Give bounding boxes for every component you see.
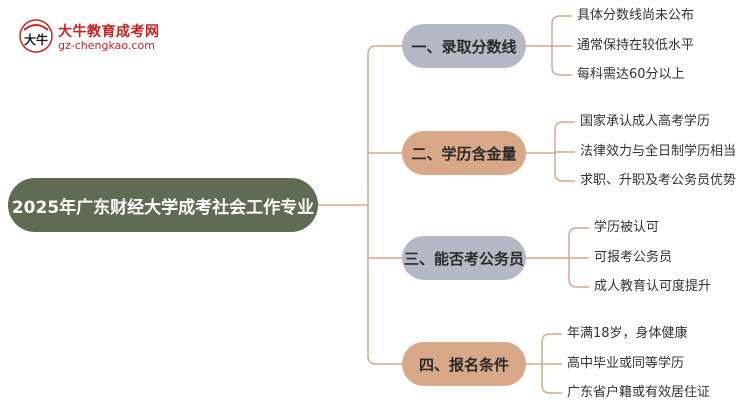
logo-mark-text: 大牛 [24, 32, 48, 47]
leaf-1-2: 通常保持在较低水平 [577, 38, 695, 53]
leaf-1-1: 具体分数线尚未公布 [577, 8, 695, 23]
connector-leaf-4-3 [541, 384, 562, 394]
branch-node-1: 一、录取分数线 [402, 24, 526, 68]
leaf-4-3: 广东省户籍或有效居住证 [567, 385, 711, 400]
connector-leaf-2-1 [554, 121, 575, 131]
connector-leaf-3-1 [568, 227, 589, 237]
connector-branch-1 [367, 45, 402, 55]
branch-node-4: 四、报名条件 [402, 342, 526, 386]
connector-leaf-2-3 [554, 172, 575, 182]
connector-leaf-3-3 [568, 278, 589, 288]
logo-mark-icon: 大牛 [19, 19, 53, 53]
connector-branch-4 [367, 355, 402, 365]
connector-leaf-1-3 [551, 66, 572, 76]
connector-leaf-1-1 [551, 15, 572, 25]
leaf-4-2: 高中毕业或同等学历 [567, 356, 685, 371]
leaf-4-1: 年满18岁，身体健康 [567, 326, 688, 341]
leaf-1-3: 每科需达60分以上 [577, 67, 685, 82]
leaf-2-1: 国家承认成人高考学历 [580, 114, 711, 129]
leaf-3-2: 可报考公务员 [594, 250, 673, 265]
leaf-2-3: 求职、升职及考公务员优势 [580, 173, 737, 188]
root-node: 2025年广东财经大学成考社会工作专业 [8, 178, 318, 232]
brand-logo: 大牛 大牛教育成考网 gz-chengkao.com [18, 18, 178, 58]
logo-url: gz-chengkao.com [58, 39, 155, 52]
branch-node-3: 三、能否考公务员 [402, 236, 526, 280]
leaf-3-3: 成人教育认可度提升 [594, 279, 712, 294]
branch-node-2: 二、学历含金量 [402, 131, 526, 175]
connector-leaf-4-1 [541, 333, 562, 343]
leaf-3-1: 学历被认可 [594, 220, 660, 235]
leaf-2-2: 法律效力与全日制学历相当 [580, 144, 737, 159]
logo-title: 大牛教育成考网 [58, 24, 160, 40]
